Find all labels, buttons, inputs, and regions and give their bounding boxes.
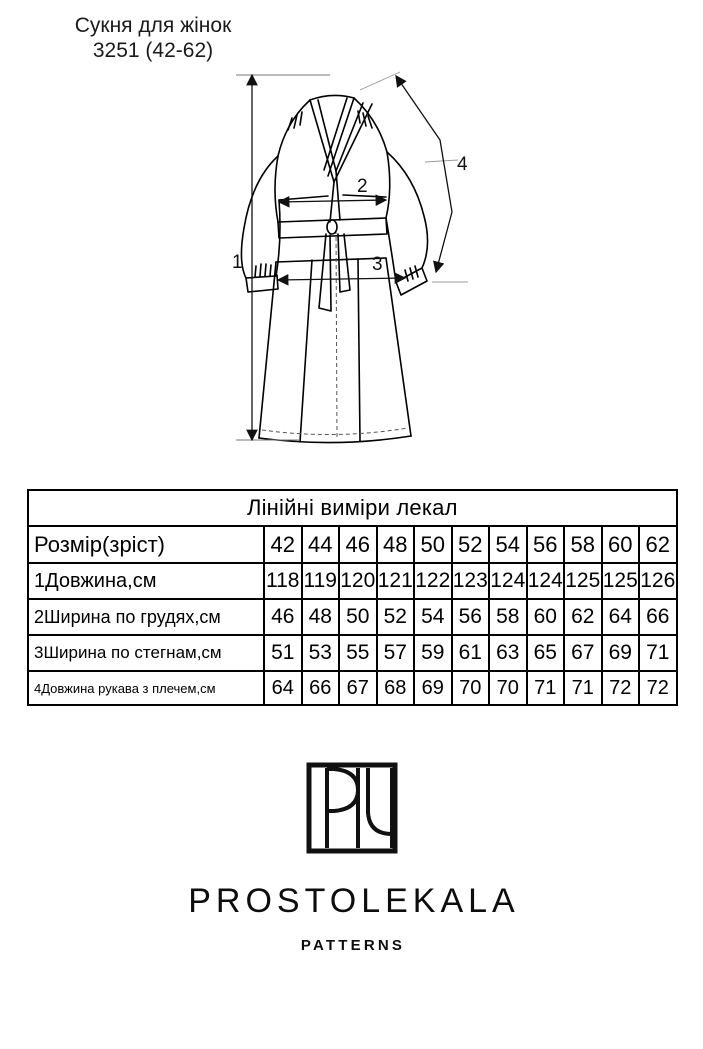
page-title-line-1: Сукня для жінок: [74, 14, 232, 37]
measurements-table: Лінійні виміри лекал Розмір(зріст) 42 44…: [27, 489, 678, 706]
value-cell: 120: [338, 562, 378, 600]
size-cell: 62: [638, 525, 678, 564]
row-label-size: Розмір(зріст): [27, 525, 265, 564]
value-cell: 66: [300, 670, 340, 706]
value-cell: 59: [413, 634, 453, 672]
value-cell: 60: [525, 598, 565, 636]
value-cell: 67: [563, 634, 603, 672]
value-cell: 126: [638, 562, 678, 600]
brand-block: PROSTOLEKALA PATTERNS: [0, 762, 703, 954]
value-cell: 62: [563, 598, 603, 636]
size-cell: 46: [338, 525, 378, 564]
value-cell: 57: [375, 634, 415, 672]
value-cell: 51: [263, 634, 303, 672]
table-row: 1Довжина,см 118 119 120 121 122 123 124 …: [27, 562, 678, 600]
size-cell: 56: [525, 525, 565, 564]
size-cell: 42: [263, 525, 303, 564]
value-cell: 53: [300, 634, 340, 672]
table-row-sizes: Розмір(зріст) 42 44 46 48 50 52 54 56 58…: [27, 525, 678, 564]
value-cell: 124: [488, 562, 528, 600]
value-cell: 125: [600, 562, 640, 600]
value-cell: 66: [638, 598, 678, 636]
size-cell: 52: [450, 525, 490, 564]
row-label: 3Ширина по стегнам,см: [27, 634, 265, 672]
callout-label-4: 4: [457, 154, 468, 175]
row-label: 4Довжина рукава з плечем,см: [27, 670, 265, 706]
value-cell: 125: [563, 562, 603, 600]
value-cell: 68: [375, 670, 415, 706]
value-cell: 69: [413, 670, 453, 706]
page-title: Сукня для жінок 3251 (42-62): [28, 14, 278, 64]
value-cell: 54: [413, 598, 453, 636]
table-row: 2Ширина по грудях,см 46 48 50 52 54 56 5…: [27, 598, 678, 636]
value-cell: 56: [450, 598, 490, 636]
value-cell: 64: [600, 598, 640, 636]
value-cell: 46: [263, 598, 303, 636]
value-cell: 122: [413, 562, 453, 600]
size-cell: 50: [413, 525, 453, 564]
row-label: 2Ширина по грудях,см: [27, 598, 265, 636]
table-title-row: Лінійні виміри лекал: [27, 489, 678, 527]
value-cell: 48: [300, 598, 340, 636]
value-cell: 55: [338, 634, 378, 672]
table-title: Лінійні виміри лекал: [27, 489, 678, 527]
value-cell: 71: [563, 670, 603, 706]
value-cell: 123: [450, 562, 490, 600]
brand-tagline: PATTERNS: [300, 937, 406, 954]
value-cell: 118: [263, 562, 303, 600]
value-cell: 70: [450, 670, 490, 706]
row-label: 1Довжина,см: [27, 562, 265, 600]
size-cell: 48: [375, 525, 415, 564]
prostolekala-pl-monogram-icon: [306, 762, 398, 854]
page-title-line-2: 3251 (42-62): [92, 38, 214, 62]
value-cell: 58: [488, 598, 528, 636]
value-cell: 61: [450, 634, 490, 672]
value-cell: 65: [525, 634, 565, 672]
value-cell: 119: [300, 562, 340, 600]
table-row: 3Ширина по стегнам,см 51 53 55 57 59 61 …: [27, 634, 678, 672]
value-cell: 124: [525, 562, 565, 600]
technical-drawing: 1 2 3 4: [200, 30, 500, 470]
size-cell: 58: [563, 525, 603, 564]
size-cell: 44: [300, 525, 340, 564]
value-cell: 50: [338, 598, 378, 636]
callout-label-1: 1: [232, 252, 243, 273]
value-cell: 71: [638, 634, 678, 672]
value-cell: 63: [488, 634, 528, 672]
value-cell: 72: [638, 670, 678, 706]
value-cell: 52: [375, 598, 415, 636]
size-cell: 60: [600, 525, 640, 564]
callout-label-3: 3: [372, 254, 383, 275]
value-cell: 67: [338, 670, 378, 706]
value-cell: 69: [600, 634, 640, 672]
table-row: 4Довжина рукава з плечем,см 64 66 67 68 …: [27, 670, 678, 706]
value-cell: 64: [263, 670, 303, 706]
value-cell: 71: [525, 670, 565, 706]
value-cell: 121: [375, 562, 415, 600]
callout-label-2: 2: [357, 176, 368, 197]
value-cell: 70: [488, 670, 528, 706]
size-cell: 54: [488, 525, 528, 564]
brand-name: PROSTOLEKALA: [188, 882, 520, 920]
value-cell: 72: [600, 670, 640, 706]
